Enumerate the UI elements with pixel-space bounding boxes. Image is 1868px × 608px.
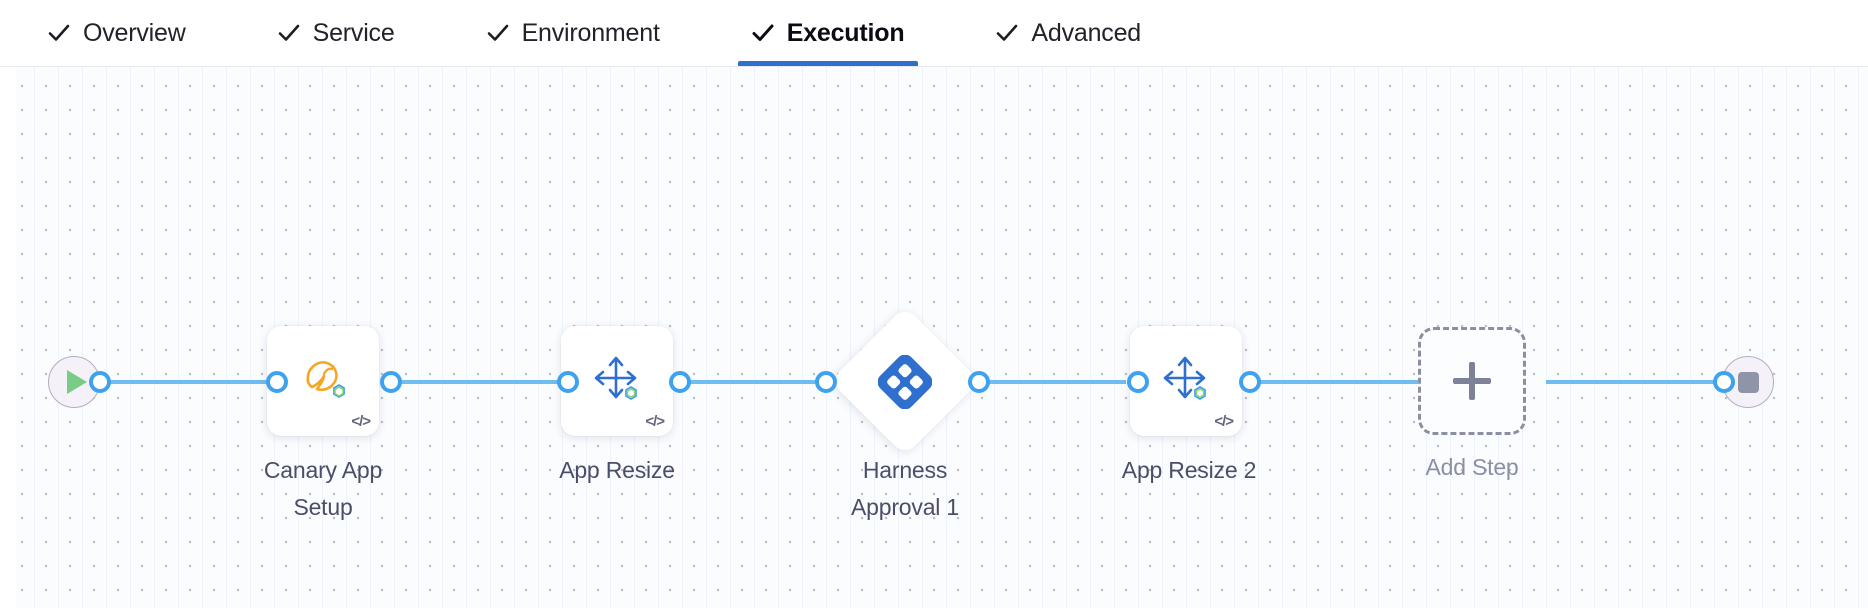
port-canary-output[interactable]	[380, 371, 402, 393]
pipeline-canvas[interactable]: </> Canary App Setup	[0, 67, 1868, 608]
step-label-canary-app-setup: Canary App Setup	[263, 457, 383, 520]
tanzu-bird-icon	[293, 349, 353, 414]
port-resize-output[interactable]	[669, 371, 691, 393]
plus-icon	[1453, 362, 1491, 400]
tab-overview[interactable]: Overview	[34, 0, 200, 66]
port-resize-input[interactable]	[557, 371, 579, 393]
tab-service[interactable]: Service	[264, 0, 409, 66]
tab-execution[interactable]: Execution	[737, 0, 919, 66]
edge-resize2-to-addstep	[1249, 380, 1419, 384]
tab-environment[interactable]: Environment	[473, 0, 674, 66]
tab-label: Advanced	[1031, 18, 1141, 47]
pipeline-stage-tabs: Overview Service Environment Execution A	[0, 0, 1868, 67]
check-icon	[278, 22, 300, 44]
resize-arrows-icon	[588, 350, 646, 413]
port-end-input[interactable]	[1713, 371, 1735, 393]
step-node-app-resize[interactable]: </>	[561, 326, 673, 436]
check-icon	[752, 22, 774, 44]
tab-label: Service	[312, 18, 395, 47]
stop-icon	[1737, 371, 1759, 393]
port-approval-input[interactable]	[815, 371, 837, 393]
port-resize2-output[interactable]	[1239, 371, 1261, 393]
play-icon	[67, 370, 87, 394]
code-badge-icon: </>	[645, 413, 665, 430]
port-start-output[interactable]	[89, 371, 111, 393]
port-canary-input[interactable]	[266, 371, 288, 393]
edge-resize-to-approval	[679, 380, 825, 384]
resize-arrows-icon	[1157, 350, 1215, 413]
add-step-label: Add Step	[1425, 454, 1519, 480]
port-resize2-input[interactable]	[1127, 371, 1149, 393]
harness-diamond-icon	[877, 354, 933, 410]
check-icon	[48, 22, 70, 44]
add-step-button[interactable]	[1418, 327, 1526, 435]
tab-label: Overview	[83, 18, 186, 47]
step-label-app-resize: App Resize	[559, 457, 675, 483]
tab-label: Environment	[521, 18, 660, 47]
edge-canary-to-resize	[391, 380, 567, 384]
edge-approval-to-resize2	[978, 380, 1126, 384]
check-icon	[487, 22, 509, 44]
code-badge-icon: </>	[351, 413, 371, 430]
canvas-left-mask	[0, 67, 16, 608]
code-badge-icon: </>	[1214, 413, 1234, 430]
check-icon	[996, 22, 1018, 44]
step-label-harness-approval-1: Harness Approval 1	[851, 457, 959, 520]
tab-label: Execution	[786, 18, 905, 47]
edge-start-to-canary	[100, 380, 276, 384]
port-approval-output[interactable]	[968, 371, 990, 393]
tab-advanced[interactable]: Advanced	[982, 0, 1155, 66]
edge-addstep-to-end	[1546, 380, 1720, 384]
step-label-app-resize-2: App Resize 2	[1121, 457, 1257, 483]
